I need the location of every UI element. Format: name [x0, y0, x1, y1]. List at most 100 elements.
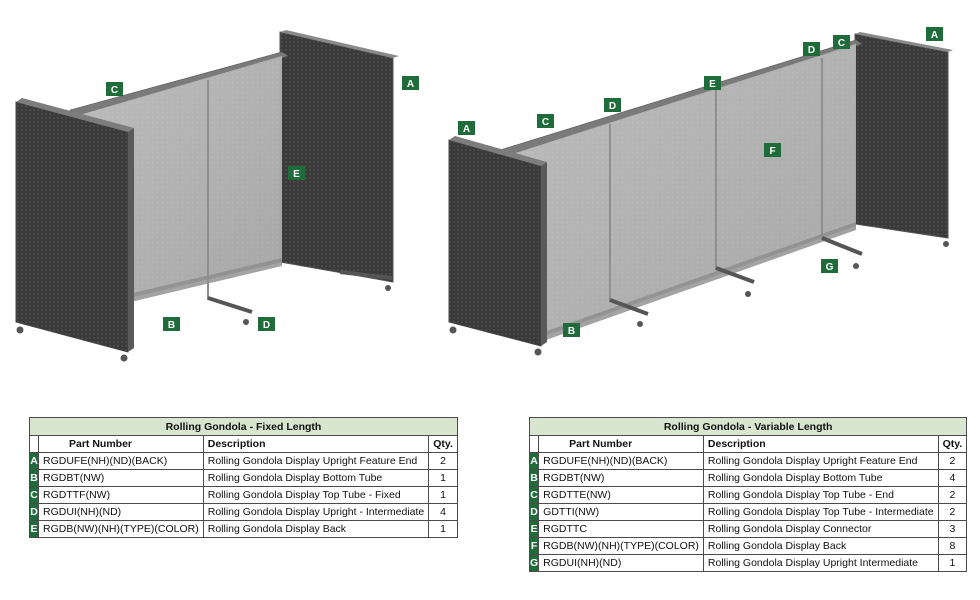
- row-part-number: RGDB(NW)(NH)(TYPE)(COLOR): [38, 520, 204, 538]
- row-part-number: RGDB(NW)(NH)(TYPE)(COLOR): [538, 537, 704, 555]
- header-description: Description: [702, 435, 939, 453]
- row-description: Rolling Gondola Display Bottom Tube: [202, 469, 430, 487]
- header-letter: [29, 435, 39, 453]
- fixed-far-end-panel: [279, 31, 394, 283]
- row-qty: 1: [428, 486, 458, 504]
- table-row: D RGDUI(NH)(ND) Rolling Gondola Display …: [29, 503, 458, 521]
- row-description: Rolling Gondola Display Bottom Tube: [702, 469, 939, 487]
- row-qty: 1: [937, 554, 968, 572]
- row-qty: 2: [937, 503, 968, 521]
- row-letter-badge: F: [528, 537, 540, 555]
- row-part-number: RGDUI(NH)(ND): [538, 554, 704, 572]
- header-qty: Qty.: [428, 435, 458, 453]
- table-row: A RGDUFE(NH)(ND)(BACK) Rolling Gondola D…: [29, 452, 458, 470]
- row-description: Rolling Gondola Display Upright - Interm…: [202, 503, 430, 521]
- row-letter-badge: C: [528, 486, 540, 504]
- row-part-number: RGDTTF(NW): [38, 486, 204, 504]
- table-row: E RGDTTC Rolling Gondola Display Connect…: [528, 520, 968, 538]
- row-qty: 3: [937, 520, 968, 538]
- svg-text:B: B: [568, 326, 575, 337]
- callout-fixed-c: C: [106, 82, 123, 96]
- row-description: Rolling Gondola Display Top Tube - Inter…: [702, 503, 939, 521]
- header-description: Description: [202, 435, 430, 453]
- callout-variable-c-right: C: [833, 35, 850, 49]
- fixed-bottom-tube: [120, 258, 282, 304]
- header-letter: [528, 435, 540, 453]
- parts-table-variable: Rolling Gondola - Variable Length Part N…: [528, 417, 968, 572]
- row-letter-badge: A: [528, 452, 540, 470]
- table-title: Rolling Gondola - Variable Length: [528, 417, 968, 436]
- callout-variable-f: F: [764, 143, 781, 157]
- row-qty: 4: [937, 469, 968, 487]
- callout-variable-b: B: [563, 323, 580, 337]
- row-part-number: RGDBT(NW): [538, 469, 704, 487]
- callout-variable-c-left: C: [537, 114, 554, 128]
- row-part-number: RGDBT(NW): [38, 469, 204, 487]
- row-description: Rolling Gondola Display Upright Feature …: [702, 452, 939, 470]
- table-row: B RGDBT(NW) Rolling Gondola Display Bott…: [29, 469, 458, 487]
- callout-variable-e: E: [704, 76, 721, 90]
- fixed-gondola-drawing: [15, 30, 399, 362]
- table-row: G RGDUI(NH)(ND) Rolling Gondola Display …: [528, 554, 968, 572]
- parts-table-fixed: Rolling Gondola - Fixed Length Part Numb…: [29, 417, 458, 538]
- row-description: Rolling Gondola Display Top Tube - End: [702, 486, 939, 504]
- table-row: C RGDTTF(NW) Rolling Gondola Display Top…: [29, 486, 458, 504]
- row-part-number: RGDTTE(NW): [538, 486, 704, 504]
- callout-fixed-d: D: [258, 317, 275, 331]
- table-row: F RGDB(NW)(NH)(TYPE)(COLOR) Rolling Gond…: [528, 537, 968, 555]
- row-letter-badge: D: [29, 503, 39, 521]
- table-row: C RGDTTE(NW) Rolling Gondola Display Top…: [528, 486, 968, 504]
- header-qty: Qty.: [937, 435, 968, 453]
- row-letter-badge: A: [29, 452, 39, 470]
- svg-text:D: D: [263, 320, 270, 331]
- row-description: Rolling Gondola Display Back: [702, 537, 939, 555]
- fixed-near-end-panel: [15, 101, 129, 353]
- row-description: Rolling Gondola Display Top Tube - Fixed: [202, 486, 430, 504]
- variable-gondola-drawing: [448, 32, 953, 356]
- row-part-number: GDTTI(NW): [538, 503, 704, 521]
- svg-text:E: E: [709, 79, 716, 90]
- variable-bottom-tube: [544, 222, 856, 340]
- row-description: Rolling Gondola Display Upright Intermed…: [702, 554, 939, 572]
- table-row: D GDTTI(NW) Rolling Gondola Display Top …: [528, 503, 968, 521]
- row-qty: 8: [937, 537, 968, 555]
- row-part-number: RGDUFE(NH)(ND)(BACK): [38, 452, 204, 470]
- callout-fixed-e: E: [288, 166, 305, 180]
- row-qty: 2: [937, 452, 968, 470]
- row-letter-badge: B: [29, 469, 39, 487]
- callout-variable-d-left: D: [604, 98, 621, 112]
- svg-text:E: E: [293, 169, 300, 180]
- callout-variable-d-right: D: [803, 42, 820, 56]
- svg-text:F: F: [769, 146, 775, 157]
- row-qty: 2: [428, 452, 458, 470]
- row-part-number: RGDUFE(NH)(ND)(BACK): [538, 452, 704, 470]
- svg-text:G: G: [826, 262, 834, 273]
- svg-text:B: B: [168, 320, 175, 331]
- svg-text:A: A: [931, 30, 938, 41]
- svg-text:D: D: [609, 101, 616, 112]
- row-letter-badge: E: [528, 520, 540, 538]
- header-part-number: Part Number: [38, 435, 204, 453]
- callout-fixed-b: B: [163, 317, 180, 331]
- svg-text:A: A: [407, 79, 414, 90]
- svg-text:D: D: [808, 45, 815, 56]
- svg-text:C: C: [111, 85, 118, 96]
- svg-text:A: A: [463, 124, 470, 135]
- row-part-number: RGDUI(NH)(ND): [38, 503, 204, 521]
- row-letter-badge: G: [528, 554, 540, 572]
- row-qty: 1: [428, 469, 458, 487]
- row-part-number: RGDTTC: [538, 520, 704, 538]
- callouts-variable: A A B C C D D E F G: [458, 27, 943, 337]
- table-row: B RGDBT(NW) Rolling Gondola Display Bott…: [528, 469, 968, 487]
- row-letter-badge: C: [29, 486, 39, 504]
- row-qty: 2: [937, 486, 968, 504]
- header-part-number: Part Number: [538, 435, 704, 453]
- row-letter-badge: B: [528, 469, 540, 487]
- row-description: Rolling Gondola Display Upright Feature …: [202, 452, 430, 470]
- row-qty: 1: [428, 520, 458, 538]
- variable-near-end-panel: [448, 139, 542, 347]
- callout-variable-a-left: A: [458, 121, 475, 135]
- callout-variable-g: G: [821, 259, 838, 273]
- table-title: Rolling Gondola - Fixed Length: [29, 417, 458, 436]
- svg-text:C: C: [542, 117, 549, 128]
